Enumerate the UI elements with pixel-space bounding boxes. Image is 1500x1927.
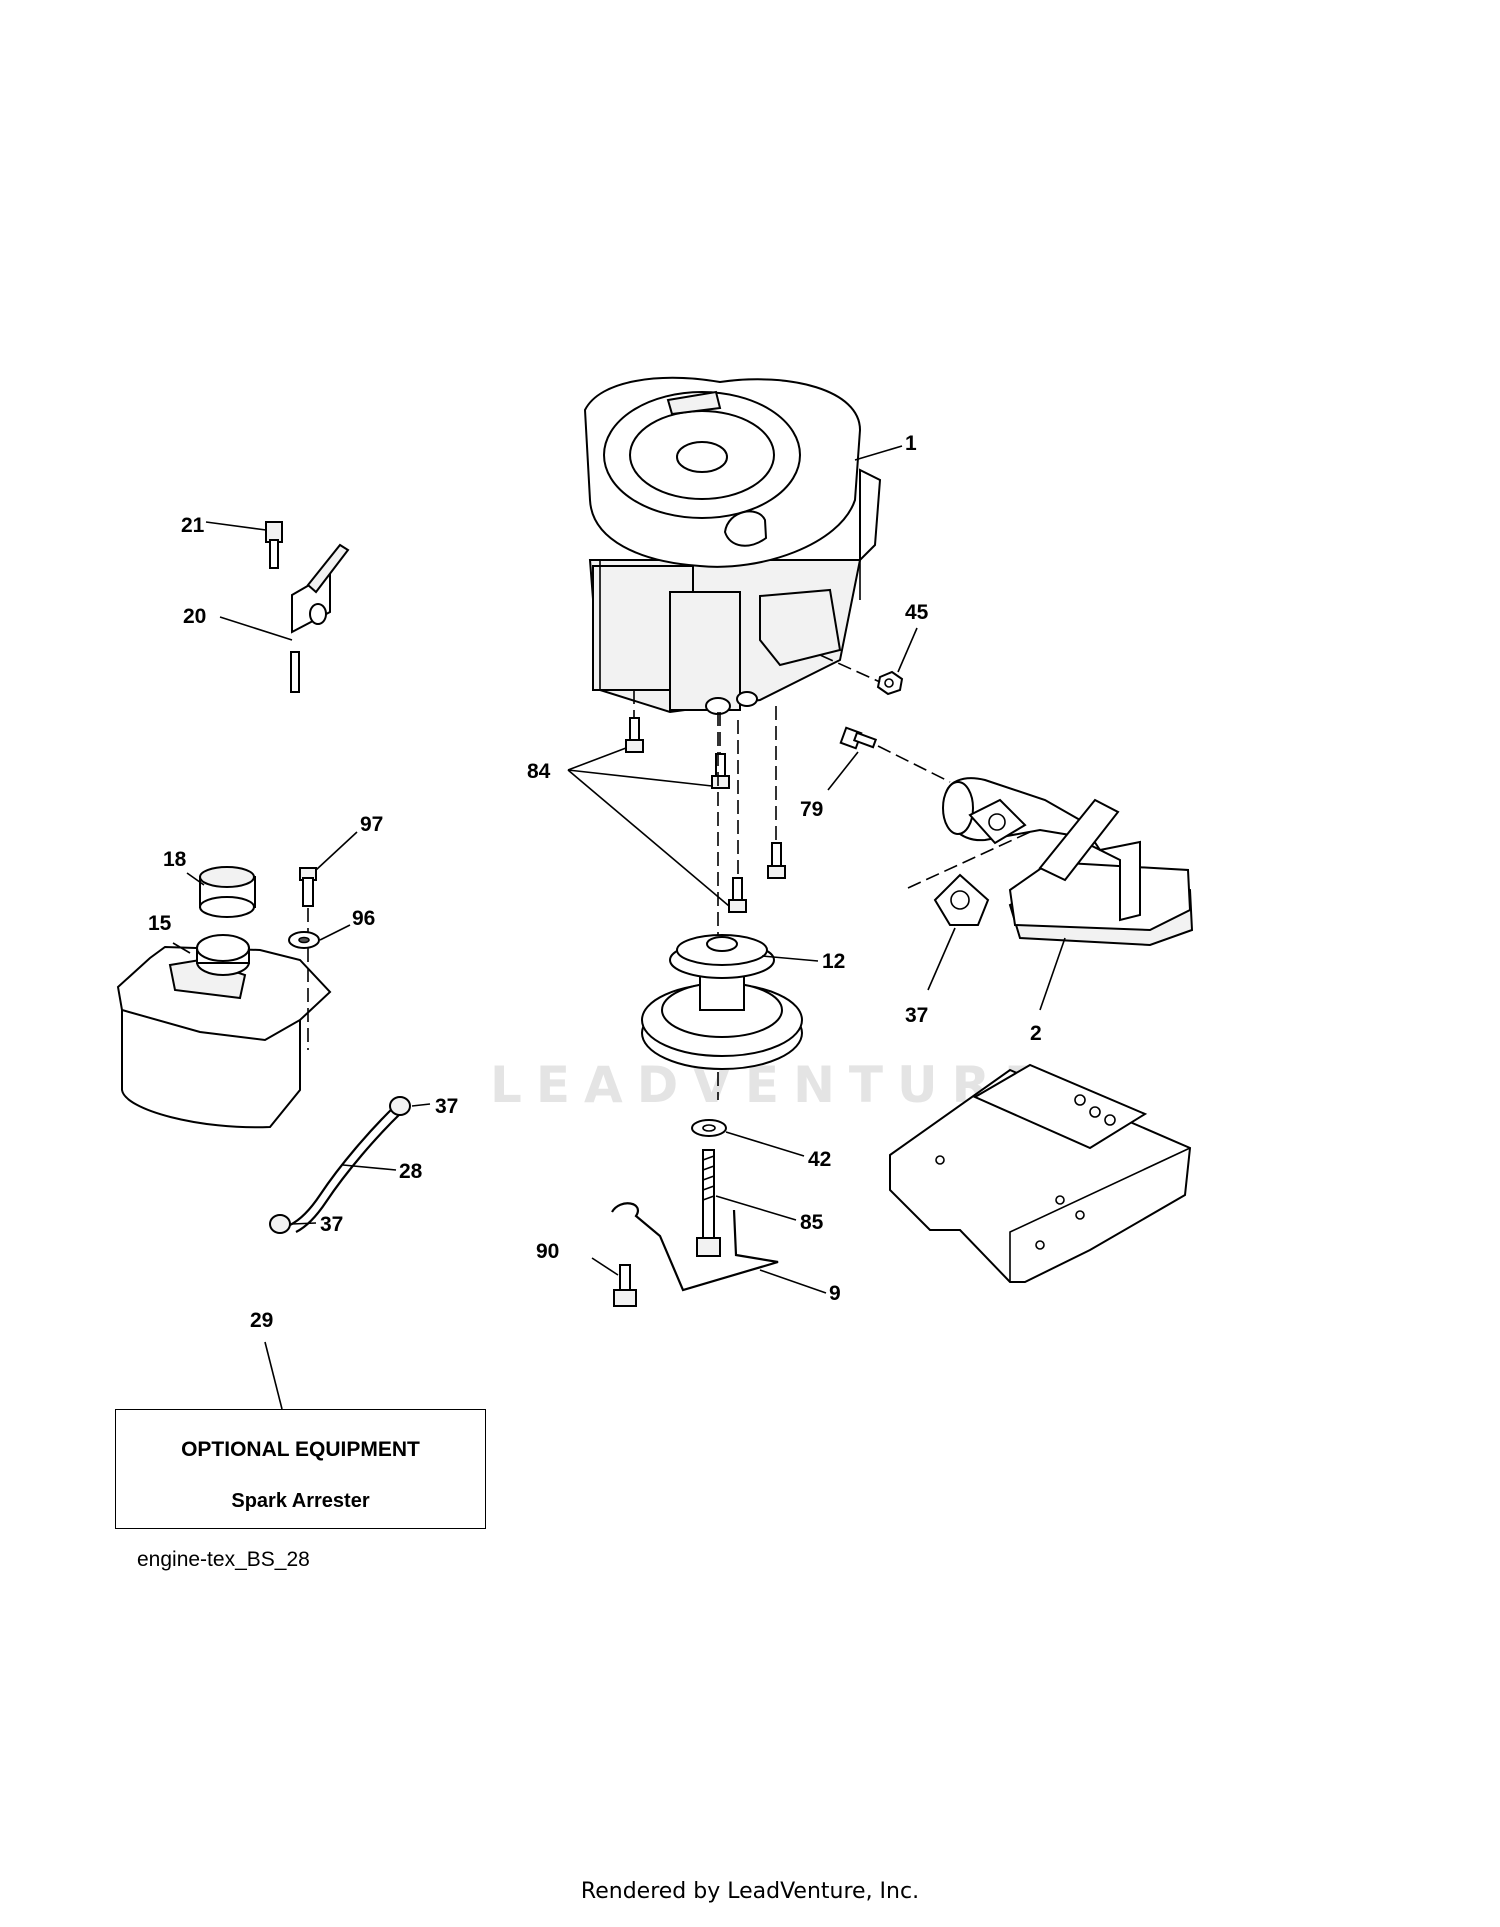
part-label-79[interactable]: 79: [800, 798, 823, 821]
clamp-37b[interactable]: [269, 1214, 291, 1234]
optional-equipment-item[interactable]: Spark Arrester: [231, 1490, 370, 1512]
leader-12: [761, 955, 819, 962]
screw-97[interactable]: [299, 867, 317, 907]
part-label-45[interactable]: 45: [905, 601, 929, 624]
bolt-90[interactable]: [613, 1264, 637, 1307]
engine-illustration[interactable]: [583, 376, 882, 715]
part-label-1[interactable]: 1: [905, 432, 917, 455]
washer-42[interactable]: [691, 1119, 727, 1137]
gasket-69[interactable]: [933, 873, 990, 926]
part-label-21[interactable]: 21: [181, 514, 205, 537]
part-label-42[interactable]: 42: [808, 1148, 831, 1171]
part-label-12[interactable]: 12: [822, 950, 845, 973]
bolt-84b[interactable]: [711, 753, 730, 789]
muffler-2[interactable]: [942, 777, 1194, 947]
watermark-text: LEADVENTURE: [490, 1056, 1052, 1114]
fuel-tank-15[interactable]: [116, 934, 332, 1129]
bolt-84c[interactable]: [767, 842, 786, 879]
bolt-85[interactable]: [696, 1149, 721, 1257]
leader-45: [897, 627, 918, 673]
bolt-84a[interactable]: [625, 717, 644, 753]
bolt-79[interactable]: [839, 726, 878, 750]
part-label-85[interactable]: 85: [800, 1211, 824, 1234]
part-label-90[interactable]: 90: [536, 1240, 559, 1263]
rod-9[interactable]: [611, 1202, 779, 1292]
leader-1: [854, 445, 903, 461]
part-label-9[interactable]: 9: [829, 1282, 841, 1305]
part-label-18[interactable]: 18: [163, 848, 187, 871]
part-label-29[interactable]: 29: [250, 1309, 273, 1332]
part-label-37b[interactable]: 37: [320, 1213, 343, 1236]
part-label-28[interactable]: 28: [399, 1160, 423, 1183]
bolt-84d[interactable]: [728, 877, 747, 913]
part-label-2[interactable]: 2: [1030, 1022, 1042, 1045]
part-label-84[interactable]: 84: [527, 760, 551, 783]
pulley-12[interactable]: [641, 934, 803, 1070]
diagram-code: engine-tex_BS_28: [137, 1548, 310, 1571]
screw-21[interactable]: [265, 521, 283, 569]
washer-96[interactable]: [288, 931, 320, 949]
part-label-96[interactable]: 96: [352, 907, 375, 930]
fuel-line-28[interactable]: [289, 1104, 403, 1233]
dashed-line-45: [819, 654, 881, 683]
part-label-15[interactable]: 15: [148, 912, 172, 935]
part-label-69[interactable]: 37: [905, 1004, 928, 1027]
fuel-cap-18[interactable]: [199, 866, 256, 918]
engine-mounting-plate[interactable]: [889, 1063, 1192, 1283]
part-label-97[interactable]: 97: [360, 813, 383, 836]
clamp-37a[interactable]: [389, 1096, 411, 1116]
footer-rendered-by: Rendered by LeadVenture, Inc.: [580, 1879, 920, 1904]
part-label-20[interactable]: 20: [183, 605, 206, 628]
optional-equipment-title: OPTIONAL EQUIPMENT: [181, 1438, 420, 1461]
optional-equipment-box: OPTIONAL EQUIPMENT Spark Arrester: [115, 1409, 486, 1529]
throttle-control-20[interactable]: [290, 543, 350, 693]
nut-45[interactable]: [876, 670, 904, 696]
part-label-37a[interactable]: 37: [435, 1095, 458, 1118]
